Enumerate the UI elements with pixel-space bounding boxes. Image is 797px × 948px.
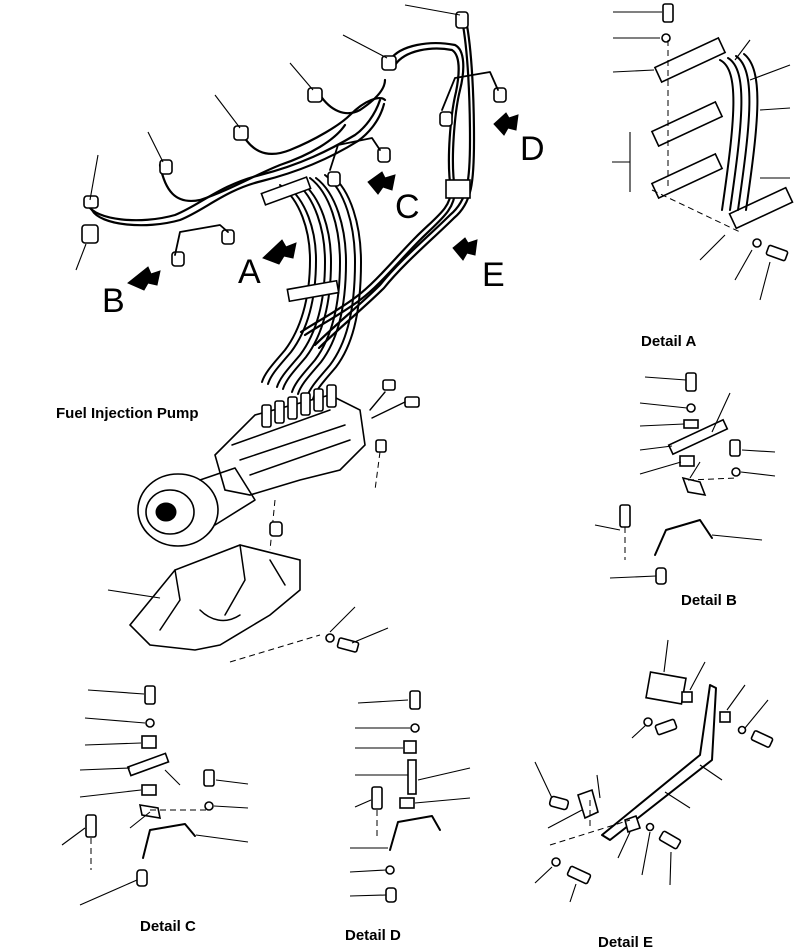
- view-letter-a: A: [238, 253, 261, 291]
- label-fuel-injection-pump: Fuel Injection Pump: [56, 405, 199, 422]
- view-arrow-a: [262, 239, 297, 265]
- view-letter-c: C: [395, 188, 420, 226]
- fuel-injection-pump: [137, 379, 420, 551]
- view-letter-e: E: [482, 256, 505, 294]
- detail-a-drawing: [612, 3, 794, 301]
- label-detail-e: Detail E: [598, 934, 653, 948]
- detail-c-drawing: [61, 685, 249, 906]
- label-detail-c: Detail C: [140, 918, 196, 935]
- view-arrow-e: [452, 237, 478, 261]
- detail-d-drawing: [349, 690, 471, 903]
- view-arrow-d: [493, 112, 519, 136]
- pump-mounting-bracket: [107, 544, 389, 663]
- view-arrow-b: [127, 266, 161, 291]
- fuel-injection-lines: [75, 4, 507, 400]
- view-arrow-c: [367, 171, 396, 195]
- label-detail-b: Detail B: [681, 592, 737, 609]
- view-letter-d: D: [520, 130, 545, 168]
- label-detail-a: Detail A: [641, 333, 696, 350]
- view-letter-b: B: [102, 282, 125, 320]
- detail-e-drawing: [534, 639, 774, 903]
- detail-b-drawing: [594, 372, 776, 585]
- label-detail-d: Detail D: [345, 927, 401, 944]
